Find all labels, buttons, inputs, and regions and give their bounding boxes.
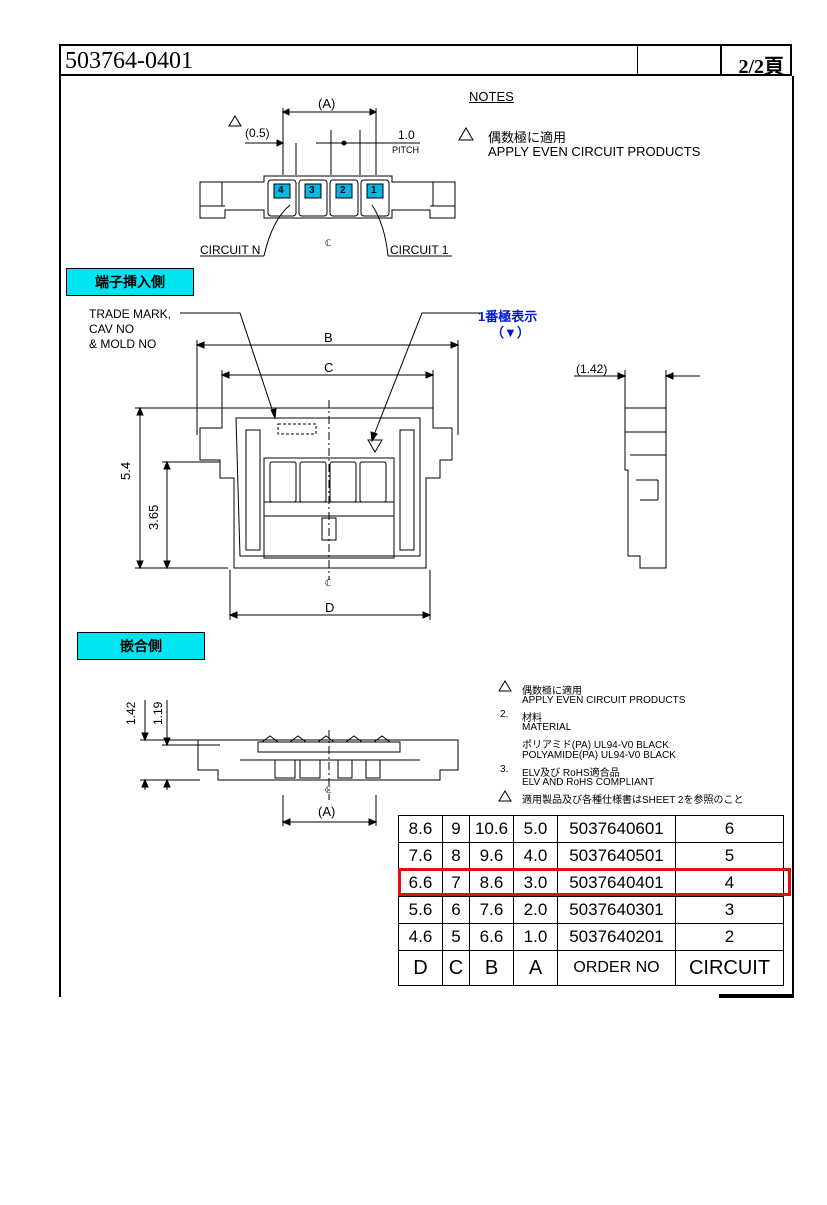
table-cell: 1.0 — [513, 923, 558, 951]
table-cell: 9.6 — [469, 842, 514, 870]
table-cell: 3.0 — [513, 869, 558, 897]
table-header-cell: B — [469, 950, 514, 986]
cell-label-4: 4 — [278, 185, 284, 196]
table-cell: 5037640301 — [557, 896, 676, 924]
table-cell: 5 — [442, 923, 470, 951]
side-view — [574, 370, 700, 569]
frame-left — [59, 76, 61, 997]
trademark-line-2: CAV NO — [89, 322, 135, 336]
table-cell: 5037640201 — [557, 923, 676, 951]
table-cell: 9 — [442, 815, 470, 843]
dim-a-bottom: (A) — [318, 804, 336, 819]
table-cell: 7.6 — [398, 842, 443, 870]
table-cell: 5 — [675, 842, 784, 870]
part-number: 503764-0401 — [65, 48, 193, 74]
dim-c-label: C — [324, 360, 334, 375]
table-cell: 4.6 — [398, 923, 443, 951]
note-en: APPLY EVEN CIRCUIT PRODUCTS — [488, 144, 701, 159]
dim-d-label: D — [325, 600, 335, 615]
table-cell: 10.6 — [469, 815, 514, 843]
page-number: 2/2頁 — [738, 56, 784, 78]
dim-a-top: (A) — [318, 96, 336, 111]
dim-half-pitch: (0.5) — [245, 126, 270, 140]
front-view — [135, 312, 480, 620]
table-cell: 4.0 — [513, 842, 558, 870]
title-block-blank-cell — [637, 46, 722, 74]
bottom-view — [140, 700, 459, 826]
notes-2-line-3: ポリアミド(PA) UL94-V0 BLACK — [522, 740, 669, 751]
table-cell: 6 — [675, 815, 784, 843]
dim-1-19: 1.19 — [151, 701, 165, 725]
table-header-cell: ORDER NO — [557, 950, 676, 986]
section-mating-label: 嵌合側 — [77, 632, 205, 660]
table-cell: 2 — [675, 923, 784, 951]
dim-1-42: 1.42 — [124, 701, 138, 725]
table-cell: 8.6 — [398, 815, 443, 843]
cell-label-1: 1 — [371, 185, 377, 196]
notes-2-line-1: 材料 — [522, 713, 542, 724]
frame-right — [792, 76, 794, 997]
notes-3-line-2: ELV AND RoHS COMPLIANT — [522, 777, 655, 788]
note-jp: 偶数極に適用 — [488, 130, 567, 145]
notes-3-line-1: ELV及び RoHS適合品 — [522, 768, 620, 779]
cell-label-3: 3 — [309, 185, 315, 196]
dim-b-label: B — [324, 330, 333, 345]
pitch-value: 1.0 — [398, 128, 415, 142]
pin1-symbol: （▼） — [491, 325, 530, 340]
table-cell: 6.6 — [469, 923, 514, 951]
notes-title: NOTES — [469, 89, 514, 104]
table-cell: 5037640601 — [557, 815, 676, 843]
centerline-mark-front: ℂ — [325, 578, 332, 588]
pin1-label-jp: 1番極表示 — [478, 309, 538, 324]
notes-3-num: 3. — [500, 764, 509, 775]
top-view — [199, 108, 456, 257]
frame-bottom-mark — [719, 994, 794, 998]
trademark-line-3: & MOLD NO — [89, 337, 157, 351]
table-cell: 8 — [442, 842, 470, 870]
highlight-box — [398, 868, 791, 896]
notes-1-jp: 偶数極に適用 — [522, 686, 582, 697]
table-cell: 3 — [675, 896, 784, 924]
notes-2-num: 2. — [500, 709, 509, 720]
dim-5-4: 5.4 — [118, 461, 133, 480]
notes-1-en: APPLY EVEN CIRCUIT PRODUCTS — [522, 695, 686, 706]
table-header-cell: D — [398, 950, 443, 986]
cell-label-2: 2 — [340, 185, 346, 196]
notes-4-line-1: 適用製品及び各種仕様書はSHEET 2を参照のこと — [522, 795, 744, 806]
table-cell: 2.0 — [513, 896, 558, 924]
dim-side: (1.42) — [576, 362, 608, 376]
circuit-1-label: CIRCUIT 1 — [390, 243, 449, 257]
title-block: 503764-0401 2/2頁 — [59, 44, 792, 78]
notes-2-line-2: MATERIAL — [522, 722, 572, 733]
table-cell: 7.6 — [469, 896, 514, 924]
table-header-cell: C — [442, 950, 470, 986]
table-cell: 5037640501 — [557, 842, 676, 870]
pitch-label: PITCH — [392, 145, 419, 155]
dim-3-65: 3.65 — [146, 504, 161, 530]
centerline-mark-bottom: ℂ — [325, 785, 332, 795]
centerline-mark-top: ℂ — [325, 238, 332, 248]
table-cell: 6 — [442, 896, 470, 924]
table-cell: 6.6 — [398, 869, 443, 897]
circuit-n-label: CIRCUIT N — [200, 243, 261, 257]
trademark-line-1: TRADE MARK, — [89, 307, 172, 321]
notes-2-line-4: POLYAMIDE(PA) UL94-V0 BLACK — [522, 750, 676, 761]
table-header-cell: A — [513, 950, 558, 986]
table-header-cell: CIRCUIT — [675, 950, 784, 986]
section-insert-label: 端子挿入側 — [66, 268, 194, 296]
table-cell: 5.0 — [513, 815, 558, 843]
table-cell: 5.6 — [398, 896, 443, 924]
